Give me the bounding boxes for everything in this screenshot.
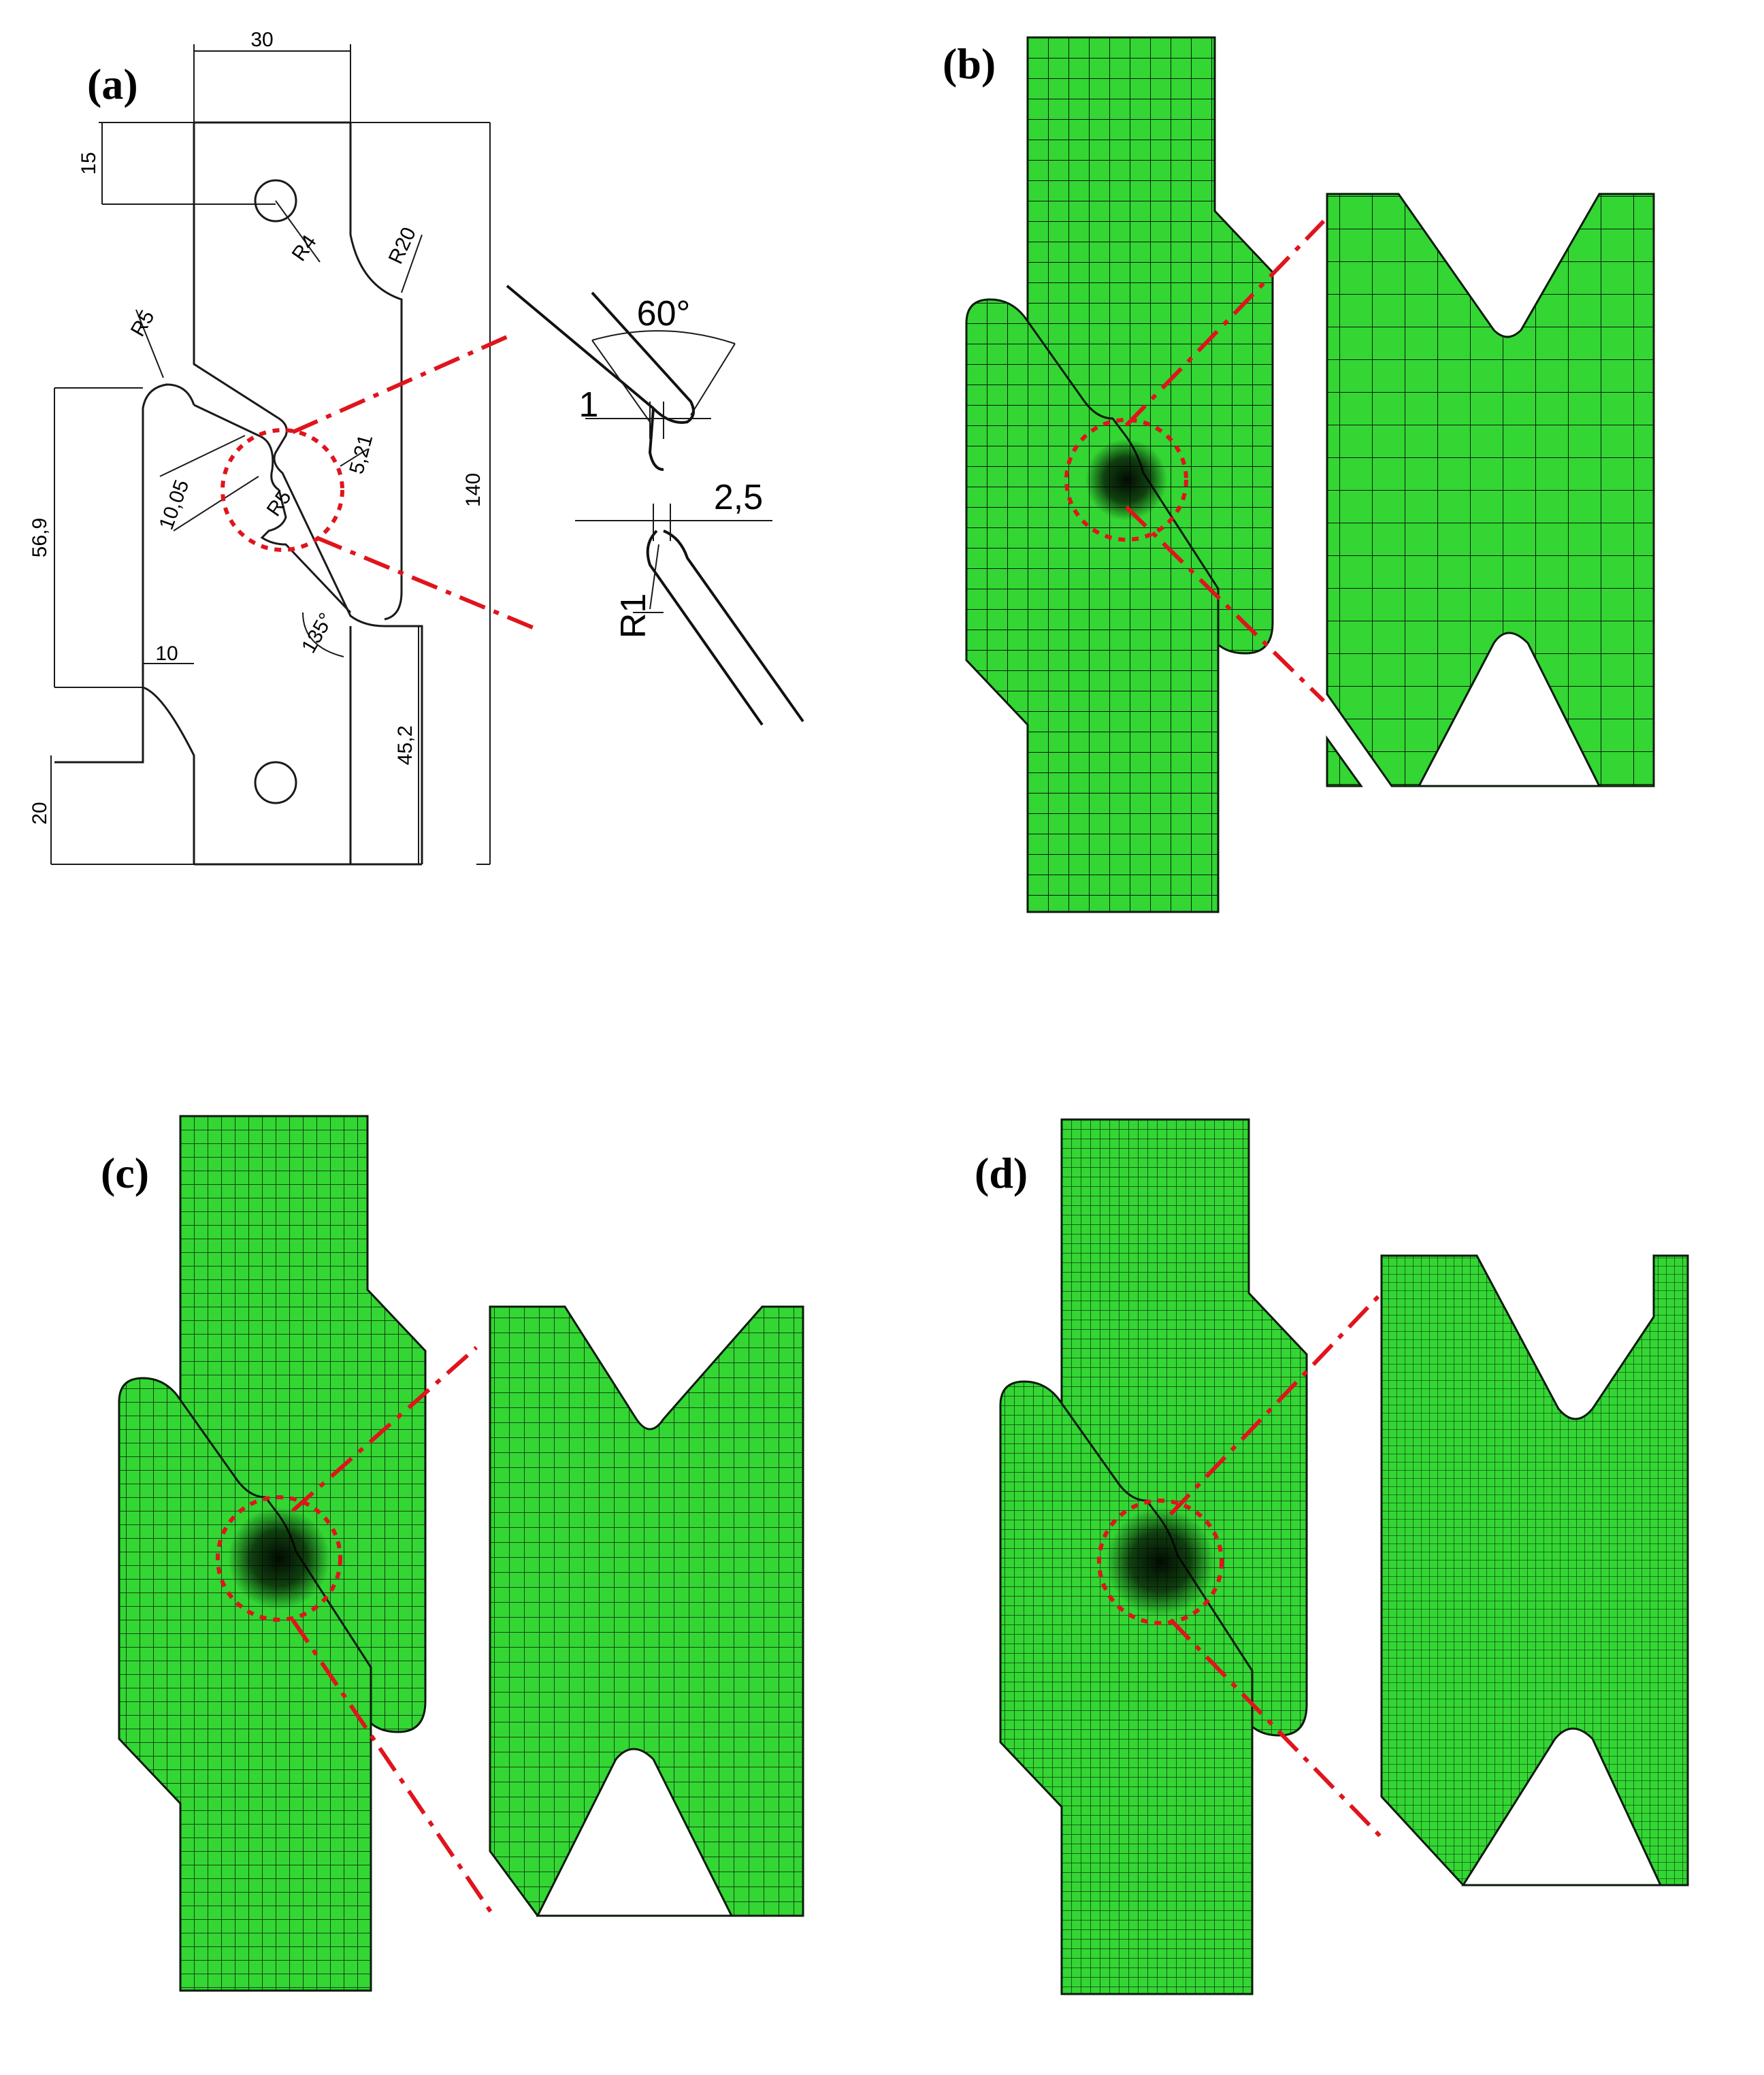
dim-10: 10 bbox=[155, 642, 178, 665]
notch-detail bbox=[506, 284, 804, 726]
dim-140: 140 bbox=[462, 473, 485, 507]
hole-top bbox=[254, 179, 297, 223]
panel-b-label: (b) bbox=[943, 39, 996, 88]
mesh-c-leaders bbox=[291, 1345, 495, 1917]
dim-10-05: 10,05 bbox=[155, 477, 194, 533]
panel-d: (d) bbox=[975, 1118, 1689, 1995]
dim-30: 30 bbox=[250, 29, 273, 51]
panel-d-label: (d) bbox=[975, 1149, 1028, 1197]
hole-bottom bbox=[254, 761, 297, 804]
detail-width: 2,5 bbox=[714, 478, 763, 517]
panel-c-label: (c) bbox=[101, 1149, 149, 1197]
detail-leaders bbox=[291, 335, 539, 632]
detail-angle: 60° bbox=[637, 294, 691, 333]
panel-b: (b) bbox=[943, 36, 1655, 913]
dimension-lines bbox=[50, 44, 491, 865]
mesh-d-specimen bbox=[999, 1118, 1308, 1995]
dim-5-21: 5,21 bbox=[345, 432, 377, 476]
dim-r4: R4 bbox=[288, 231, 321, 265]
dim-r5-top: R5 bbox=[127, 306, 159, 340]
detail-circle bbox=[220, 428, 344, 552]
dim-r20: R20 bbox=[385, 224, 421, 267]
dim-45-2: 45,2 bbox=[394, 725, 416, 765]
mesh-b-specimen bbox=[965, 36, 1274, 913]
mesh-b-leaders bbox=[1124, 219, 1326, 703]
panel-c: (c) bbox=[101, 1115, 804, 1992]
mesh-c-specimen bbox=[118, 1115, 427, 1992]
panel-a: (a) bbox=[29, 29, 804, 866]
mesh-c-zoom bbox=[489, 1305, 804, 1917]
detail-radius: R1 bbox=[614, 593, 653, 638]
mesh-d-zoom bbox=[1380, 1254, 1689, 1886]
dim-56-9: 56,9 bbox=[29, 518, 51, 557]
dim-20: 20 bbox=[29, 802, 51, 824]
panel-a-label: (a) bbox=[87, 60, 138, 108]
mesh-b-zoom bbox=[1326, 193, 1655, 787]
drawing-outline bbox=[54, 121, 423, 866]
detail-gap: 1 bbox=[579, 385, 599, 425]
dim-15: 15 bbox=[78, 152, 100, 174]
